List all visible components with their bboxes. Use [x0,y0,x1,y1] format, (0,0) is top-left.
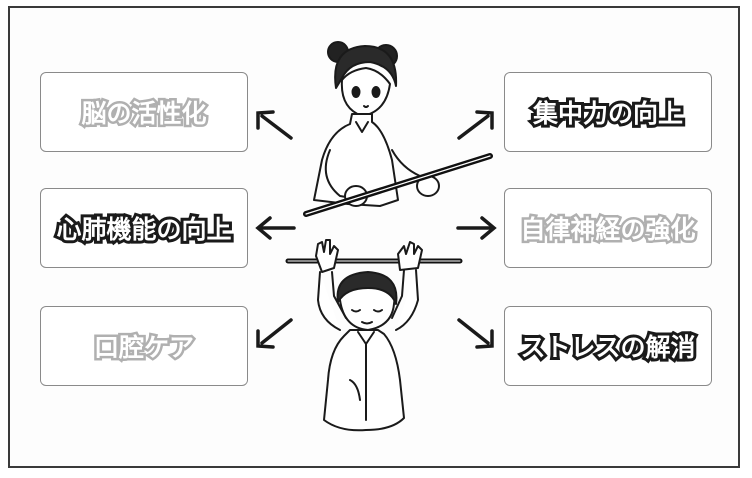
effect-label-stress: ストレスの解消 [517,330,698,365]
effect-box-brain: 脳の活性化 [40,72,248,152]
effect-box-focus: 集中力の向上 [504,72,712,152]
arrow-right-icon [456,216,497,240]
effect-box-oral: 口腔ケア [40,306,248,386]
arrow-up-left-icon [256,110,293,140]
effect-label-cardio: 心肺機能の向上 [53,212,234,247]
arrow-down-right-icon [457,318,494,349]
effect-label-oral: 口腔ケア [91,331,196,365]
man-raising-stick-icon [285,239,463,432]
arrow-down-left-icon [256,318,293,349]
effect-label-autonomic: 自律神経の強化 [518,213,698,247]
effect-label-brain: 脳の活性化 [79,97,209,131]
arrow-left-icon [255,216,296,240]
effect-box-autonomic: 自律神経の強化 [504,188,712,268]
woman-holding-stick-icon [303,41,493,217]
arrow-up-right-icon [457,110,494,140]
effect-box-stress: ストレスの解消 [504,306,712,386]
arrows [255,110,497,349]
effect-label-focus: 集中力の向上 [530,96,686,131]
effect-box-cardio: 心肺機能の向上 [40,188,248,268]
